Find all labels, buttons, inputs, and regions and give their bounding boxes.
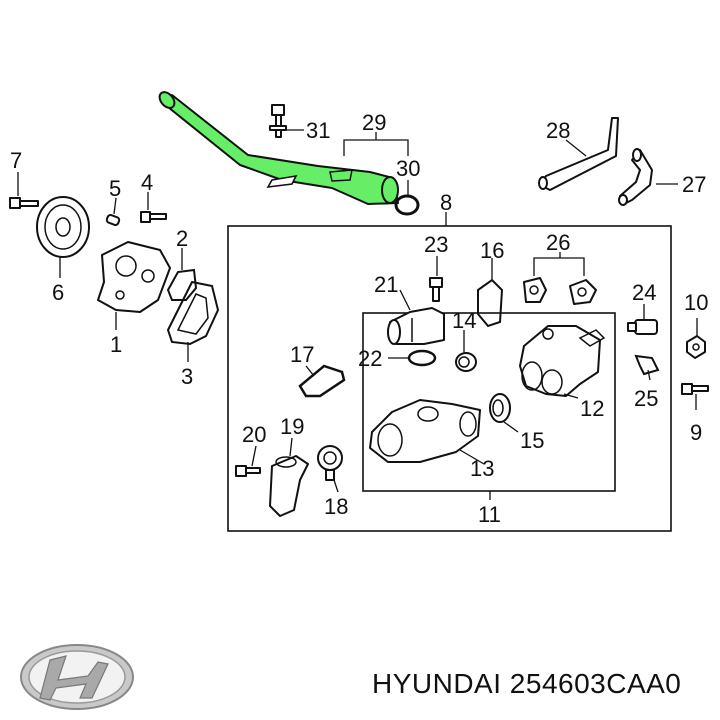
callout-16: 16 [480,238,504,263]
gasket-3[interactable] [166,280,220,346]
callout-28: 28 [546,118,570,143]
callout-2: 2 [176,226,188,251]
group-box-8 [227,225,672,532]
bolt-4[interactable] [140,211,167,223]
thermostat-18[interactable] [317,445,343,481]
callout-20: 20 [242,422,266,447]
callout-17: 17 [290,342,314,367]
bolt-9[interactable] [681,383,709,395]
heater-hose-28[interactable] [538,117,619,191]
thermostat-housing-12[interactable] [519,325,606,397]
callout-5: 5 [109,176,121,201]
leader-lines [17,129,698,500]
callout-13: 13 [470,456,494,481]
callout-21: 21 [374,272,398,297]
hyundai-logo [20,644,134,710]
part-caption: HYUNDAI 254603CAA0 [372,668,682,699]
callout-10: 10 [684,290,708,315]
callout-11: 11 [478,502,501,527]
water-outlet-13[interactable] [369,399,481,463]
heater-hose-27[interactable] [618,148,653,206]
callout-23: 23 [424,232,448,257]
gasket-16[interactable] [477,278,504,328]
water-inlet-19[interactable] [269,455,309,517]
callout-6: 6 [52,280,64,305]
callout-31: 31 [306,118,330,143]
dowel-pin-5[interactable] [105,214,121,226]
callout-26: 26 [546,230,570,255]
callout-12: 12 [580,396,604,421]
seal-14[interactable] [455,352,477,372]
callout-14: 14 [452,308,476,333]
callout-8: 8 [440,190,452,215]
callout-4: 4 [141,170,153,195]
callout-15: 15 [520,428,544,453]
bolt-7[interactable] [9,197,39,209]
gasket-15[interactable] [489,393,511,423]
callout-25: 25 [634,386,658,411]
callout-1: 1 [110,332,122,357]
callout-24: 24 [632,280,656,305]
sensor-26b[interactable] [569,279,597,305]
callout-9: 9 [690,420,702,445]
clip-25[interactable] [634,354,660,376]
bolt-31[interactable] [269,104,287,138]
sensor-24[interactable] [627,319,658,335]
o-ring-30[interactable] [394,194,420,216]
pipe-21[interactable] [387,307,445,345]
water-pump-1[interactable] [97,241,171,313]
o-ring-22[interactable] [407,349,437,367]
bolt-23[interactable] [429,277,443,302]
bolt-20[interactable] [235,465,261,477]
sensor-26a[interactable] [523,277,547,303]
callout-29: 29 [362,110,386,135]
callout-7: 7 [10,148,22,173]
callout-30: 30 [396,156,420,181]
callout-labels: 7 6 5 4 2 1 3 31 29 30 28 27 8 23 16 26 … [10,110,708,527]
group-box-11 [362,312,616,492]
callout-22: 22 [358,346,382,371]
callout-19: 19 [280,414,304,439]
nut-10[interactable] [686,335,706,359]
callout-3: 3 [181,364,193,389]
gasket-17[interactable] [298,364,346,398]
pulley-6[interactable] [36,196,90,258]
callout-18: 18 [324,494,348,519]
gasket-2[interactable] [166,268,198,301]
callout-27: 27 [682,172,706,197]
coolant-pipe-29[interactable] [157,89,399,205]
